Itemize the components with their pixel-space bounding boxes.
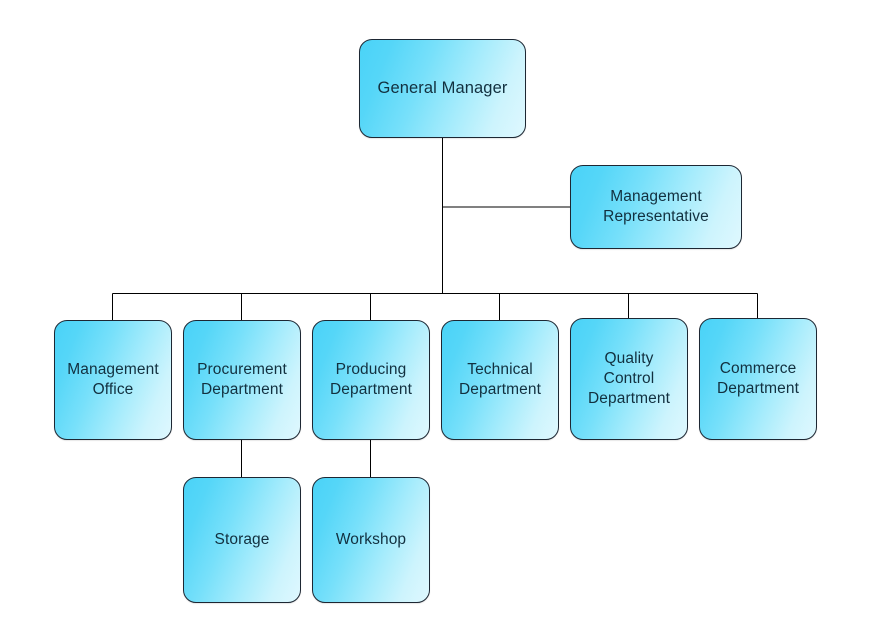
node-producing-department[interactable]: Producing Department	[312, 320, 430, 440]
node-storage[interactable]: Storage	[183, 477, 301, 603]
node-commerce-department[interactable]: Commerce Department	[699, 318, 817, 440]
node-label-general-manager: General Manager	[377, 78, 508, 97]
node-management-representative[interactable]: Management Representative	[570, 165, 742, 249]
node-label-procurement-department: Procurement Department	[197, 360, 287, 398]
node-workshop[interactable]: Workshop	[312, 477, 430, 603]
node-general-manager[interactable]: General Manager	[359, 39, 526, 138]
node-label-storage: Storage	[214, 530, 270, 548]
node-technical-department[interactable]: Technical Department	[441, 320, 559, 440]
node-procurement-department[interactable]: Procurement Department	[183, 320, 301, 440]
node-quality-control-department[interactable]: Quality Control Department	[570, 318, 688, 440]
node-label-workshop: Workshop	[335, 530, 407, 548]
node-label-commerce-department: Commerce Department	[717, 359, 799, 397]
node-label-management-representative: Management Representative	[603, 187, 709, 225]
node-label-technical-department: Technical Department	[459, 360, 541, 398]
node-label-quality-control-department: Quality Control Department	[588, 349, 670, 408]
node-management-office[interactable]: Management Office	[54, 320, 172, 440]
node-label-management-office: Management Office	[67, 360, 159, 398]
node-label-producing-department: Producing Department	[330, 360, 412, 398]
